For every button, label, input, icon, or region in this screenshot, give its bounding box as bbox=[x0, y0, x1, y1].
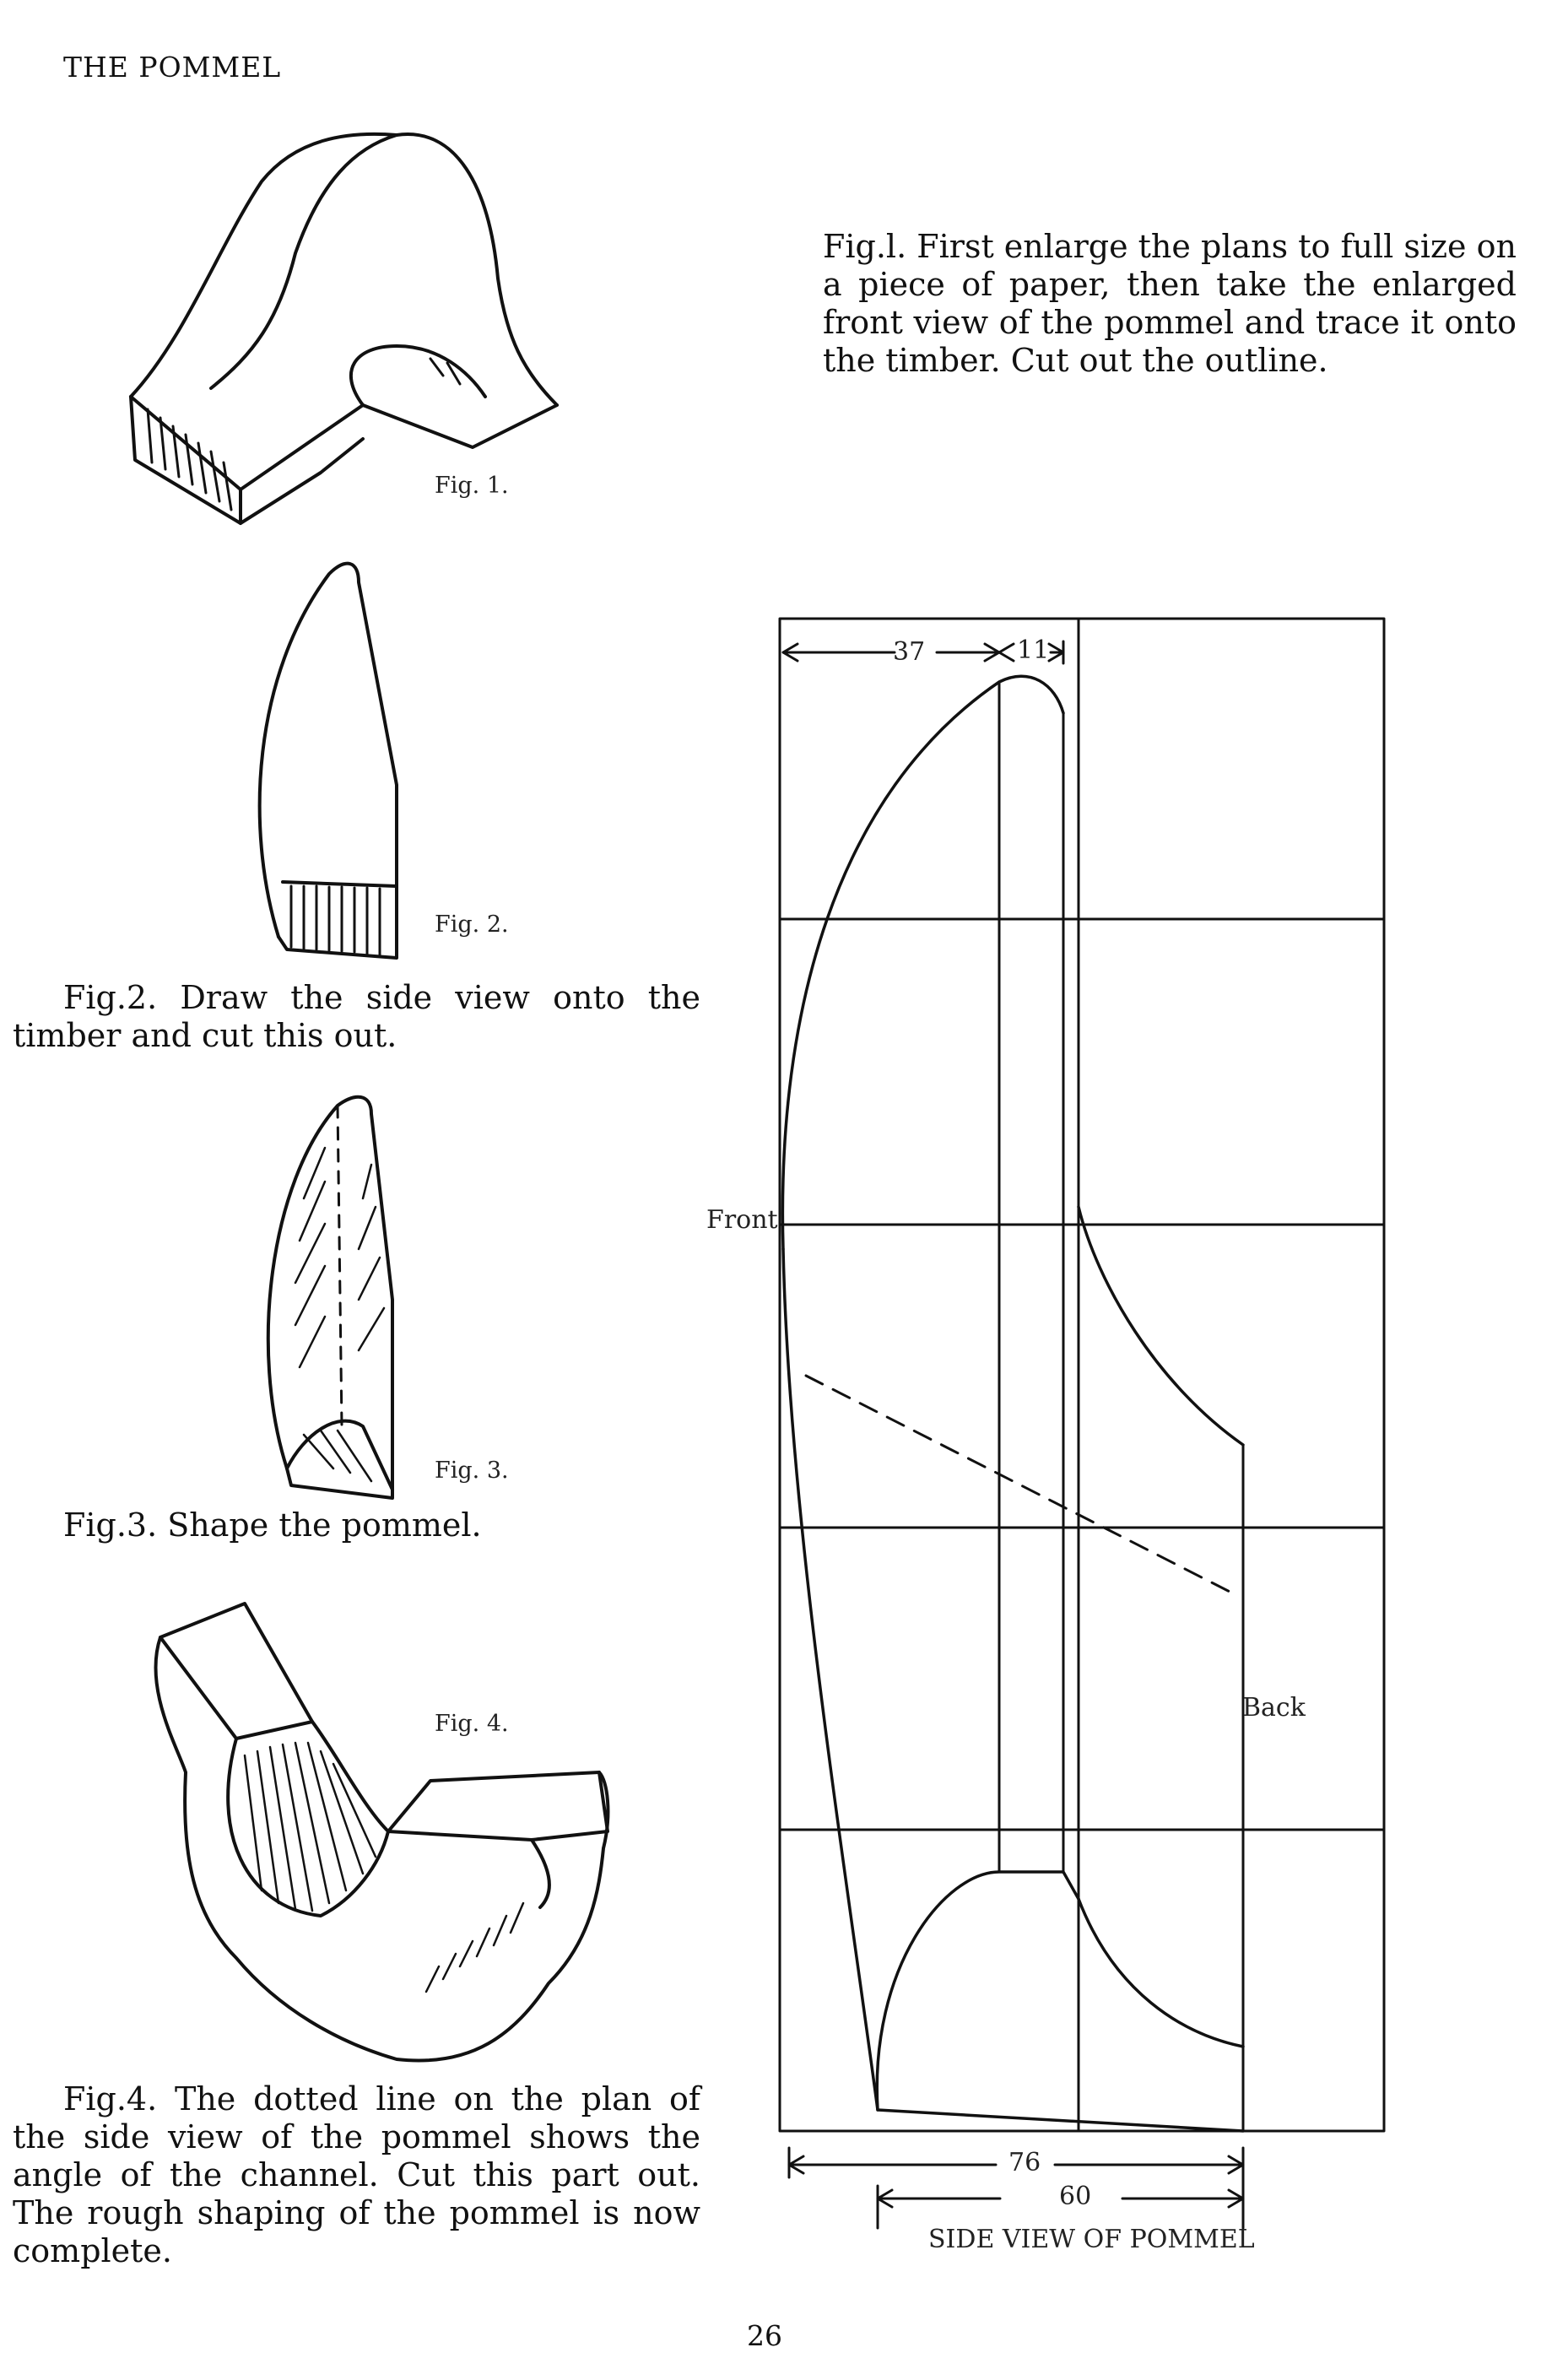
fig1-caption: Fig. 1. bbox=[435, 473, 509, 499]
fig3-drawing bbox=[266, 1095, 394, 1500]
fig1-drawing bbox=[129, 132, 559, 525]
page-title: THE POMMEL bbox=[63, 51, 282, 84]
fig4-text: Fig.4. The dotted line on the plan of th… bbox=[13, 2080, 700, 2269]
side-view-plan bbox=[778, 617, 1386, 2230]
fig2-caption: Fig. 2. bbox=[435, 911, 509, 938]
fig2-drawing bbox=[257, 561, 398, 960]
fig4-drawing bbox=[154, 1602, 610, 2063]
fig2-text: Fig.2. Draw the side view onto the timbe… bbox=[13, 979, 700, 1054]
back-label: Back bbox=[1242, 1693, 1306, 1723]
page-number: 26 bbox=[747, 2319, 782, 2352]
dim-top-a: 37 bbox=[893, 637, 926, 667]
dim-bottom-b: 60 bbox=[1059, 2182, 1092, 2211]
front-label: Front bbox=[706, 1205, 778, 1235]
plan-title: SIDE VIEW OF POMMEL bbox=[928, 2225, 1255, 2254]
fig1-text: Fig.l. First enlarge the plans to full s… bbox=[823, 228, 1517, 379]
fig3-text: Fig.3. Shape the pommel. bbox=[63, 1506, 482, 1544]
fig3-caption: Fig. 3. bbox=[435, 1458, 509, 1484]
dim-bottom-a: 76 bbox=[1008, 2148, 1041, 2177]
fig4-caption: Fig. 4. bbox=[435, 1711, 509, 1737]
dim-top-b: 11 bbox=[1017, 636, 1050, 665]
